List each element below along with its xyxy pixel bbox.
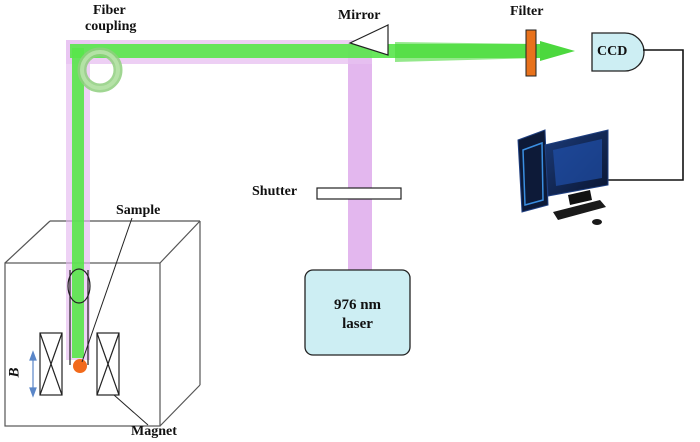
filter-label: Filter — [510, 4, 544, 19]
sample-pointer — [81, 217, 133, 363]
sample-label: Sample — [116, 203, 161, 218]
magnet-label: Magnet — [131, 424, 177, 439]
ccd-cable — [595, 49, 684, 181]
fiber-tube — [67, 268, 91, 365]
fiber-coupling-label-1: Fiber — [93, 3, 126, 18]
field-label: B — [6, 367, 23, 378]
filter-icon — [525, 29, 537, 77]
laser-label: 976 nm laser — [305, 296, 410, 334]
sample-dot — [73, 359, 87, 373]
fiber-coupling-label-2: coupling — [85, 19, 137, 34]
shutter-label: Shutter — [252, 184, 298, 199]
computer-icon — [517, 129, 609, 225]
ccd-detector-icon — [591, 32, 645, 72]
shutter-icon — [316, 187, 402, 200]
mirror-label: Mirror — [338, 8, 381, 23]
laser-label-line2: laser — [342, 315, 373, 332]
laser-label-line1: 976 nm — [333, 297, 382, 313]
magnet-pointer — [113, 394, 149, 426]
ccd-label: CCD — [597, 44, 628, 59]
mirror-icon — [348, 24, 389, 56]
signal-beam — [70, 41, 575, 358]
fiber-coil-icon — [77, 47, 123, 93]
laser-source — [304, 269, 411, 356]
magnet-coils — [39, 332, 120, 396]
field-arrow-icon — [29, 350, 37, 398]
